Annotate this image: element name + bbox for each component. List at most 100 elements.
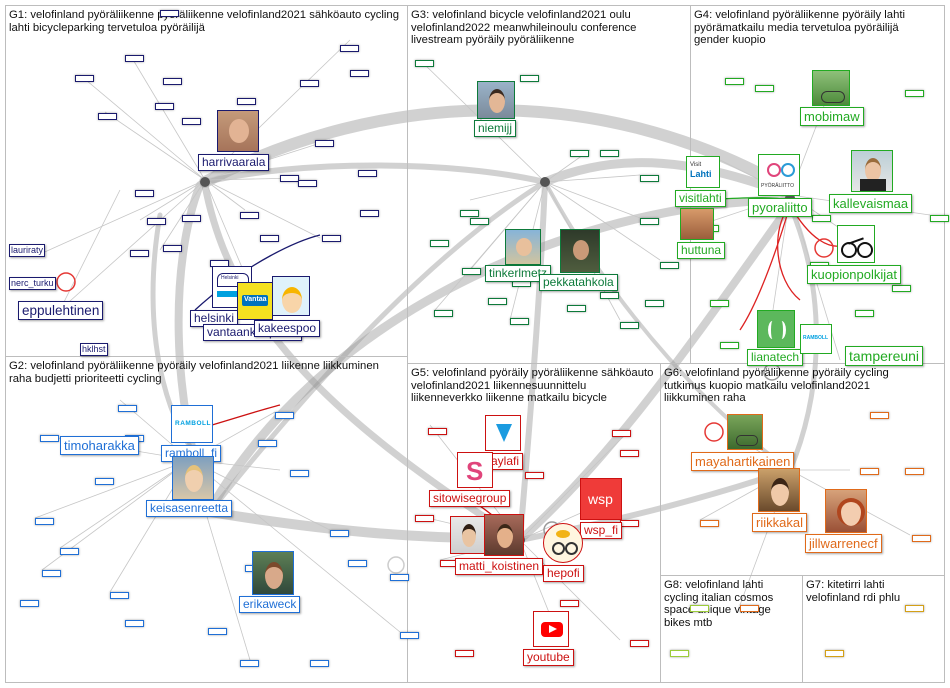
minor-node-g2-10[interactable] xyxy=(110,592,129,599)
minor-node-g6-6[interactable] xyxy=(870,412,889,419)
minor-node-g2-14[interactable] xyxy=(310,660,329,667)
minor-node-g6-2[interactable] xyxy=(912,535,931,542)
minor-node-g6-3[interactable] xyxy=(700,520,719,527)
minor-node-g2-4[interactable] xyxy=(258,440,277,447)
minor-node-g1-20[interactable] xyxy=(322,235,341,242)
minor-node-g2-16[interactable] xyxy=(348,560,367,567)
node-lauriraty[interactable]: lauriraty xyxy=(9,244,46,257)
minor-node-g1-9[interactable] xyxy=(350,70,369,77)
minor-node-g1-5[interactable] xyxy=(182,118,201,125)
minor-node-g2-9[interactable] xyxy=(42,570,61,577)
minor-node-g3-17[interactable] xyxy=(460,210,479,217)
minor-node-g1-16[interactable] xyxy=(240,212,259,219)
minor-node-g5-1[interactable] xyxy=(415,515,434,522)
minor-node-g5-6[interactable] xyxy=(560,600,579,607)
minor-node-g2-12[interactable] xyxy=(208,628,227,635)
minor-node-g2-3[interactable] xyxy=(275,412,294,419)
ramboll-logo-icon: RAMBOLL xyxy=(171,405,213,443)
minor-node-g3-2[interactable] xyxy=(570,150,589,157)
minor-node-g2-8[interactable] xyxy=(60,548,79,555)
minor-node-g8-0[interactable] xyxy=(690,605,709,612)
minor-node-g2-17[interactable] xyxy=(390,574,409,581)
minor-node-g3-18[interactable] xyxy=(645,300,664,307)
minor-node-g3-6[interactable] xyxy=(660,262,679,269)
minor-node-g4-8[interactable] xyxy=(855,310,874,317)
minor-node-g3-10[interactable] xyxy=(510,318,529,325)
node-eppulehtinen[interactable]: eppulehtinen xyxy=(18,301,104,320)
node-nerc-turku[interactable]: nerc_turku xyxy=(9,277,56,290)
minor-node-g5-7[interactable] xyxy=(455,650,474,657)
minor-node-g3-0[interactable] xyxy=(415,60,434,67)
minor-node-g2-11[interactable] xyxy=(125,620,144,627)
minor-node-g2-6[interactable] xyxy=(330,530,349,537)
minor-node-g1-2[interactable] xyxy=(163,78,182,85)
minor-node-g2-7[interactable] xyxy=(35,518,54,525)
minor-node-g4-0[interactable] xyxy=(725,78,744,85)
minor-node-g1-12[interactable] xyxy=(163,245,182,252)
minor-node-g2-19[interactable] xyxy=(95,478,114,485)
minor-node-g4-6[interactable] xyxy=(892,285,911,292)
minor-node-g4-5[interactable] xyxy=(812,215,831,222)
minor-node-g1-19[interactable] xyxy=(260,235,279,242)
minor-node-g3-15[interactable] xyxy=(567,305,586,312)
minor-node-g3-5[interactable] xyxy=(640,218,659,225)
minor-node-g1-4[interactable] xyxy=(98,113,117,120)
minor-node-g4-3[interactable] xyxy=(930,215,949,222)
minor-node-g1-7[interactable] xyxy=(300,80,319,87)
minor-node-g1-22[interactable] xyxy=(360,210,379,217)
minor-node-g3-1[interactable] xyxy=(520,75,539,82)
avatar xyxy=(758,468,800,512)
minor-node-g1-0[interactable] xyxy=(125,55,144,62)
minor-node-g1-15[interactable] xyxy=(182,215,201,222)
minor-node-g2-18[interactable] xyxy=(20,600,39,607)
minor-node-g1-11[interactable] xyxy=(135,190,154,197)
minor-node-g4-11[interactable] xyxy=(710,300,729,307)
minor-node-g1-14[interactable] xyxy=(147,218,166,225)
minor-node-g5-9[interactable] xyxy=(525,472,544,479)
minor-node-g3-3[interactable] xyxy=(600,150,619,157)
node-label: matti_koistinen xyxy=(455,558,544,575)
minor-node-g4-1[interactable] xyxy=(755,85,774,92)
minor-node-g3-11[interactable] xyxy=(620,322,639,329)
minor-node-g2-0[interactable] xyxy=(40,435,59,442)
minor-node-g5-0[interactable] xyxy=(428,428,447,435)
minor-node-g4-9[interactable] xyxy=(720,342,739,349)
minor-node-g7-1[interactable] xyxy=(825,650,844,657)
minor-node-g5-8[interactable] xyxy=(620,520,639,527)
minor-node-g2-1[interactable] xyxy=(118,405,137,412)
minor-node-g1-3[interactable] xyxy=(155,103,174,110)
minor-node-g3-4[interactable] xyxy=(640,175,659,182)
minor-node-g6-4[interactable] xyxy=(740,605,759,612)
minor-node-g1-8[interactable] xyxy=(340,45,359,52)
minor-node-g6-1[interactable] xyxy=(905,468,924,475)
minor-node-g2-13[interactable] xyxy=(240,660,259,667)
node-timoharakka[interactable]: timoharakka xyxy=(60,436,139,455)
node-tampereuni[interactable]: tampereuni xyxy=(845,346,924,366)
minor-node-g2-15[interactable] xyxy=(400,632,419,639)
minor-node-g8-1[interactable] xyxy=(670,650,689,657)
minor-node-g5-5[interactable] xyxy=(630,640,649,647)
minor-node-g1-18[interactable] xyxy=(298,180,317,187)
node-hklhst[interactable]: hklhst xyxy=(80,343,108,356)
minor-node-g1-23[interactable] xyxy=(160,10,179,17)
minor-node-g5-4[interactable] xyxy=(620,450,639,457)
group-title-g1: G1: velofinland pyöräliikenne pyöräliike… xyxy=(9,9,399,34)
minor-node-g1-1[interactable] xyxy=(75,75,94,82)
minor-node-g4-2[interactable] xyxy=(905,90,924,97)
minor-node-g1-6[interactable] xyxy=(237,98,256,105)
minor-node-g2-5[interactable] xyxy=(290,470,309,477)
minor-node-g1-10[interactable] xyxy=(315,140,334,147)
minor-node-g1-13[interactable] xyxy=(130,250,149,257)
minor-node-g3-16[interactable] xyxy=(430,240,449,247)
minor-node-g6-0[interactable] xyxy=(860,468,879,475)
minor-node-g3-9[interactable] xyxy=(434,310,453,317)
minor-node-g3-7[interactable] xyxy=(462,268,481,275)
minor-node-g5-3[interactable] xyxy=(612,430,631,437)
minor-node-g3-8[interactable] xyxy=(470,218,489,225)
minor-node-g3-14[interactable] xyxy=(488,298,507,305)
vayla-logo-icon xyxy=(485,415,521,451)
minor-node-g1-21[interactable] xyxy=(358,170,377,177)
minor-node-g7-0[interactable] xyxy=(905,605,924,612)
minor-node-g1-17[interactable] xyxy=(280,175,299,182)
minor-node-g3-12[interactable] xyxy=(600,292,619,299)
